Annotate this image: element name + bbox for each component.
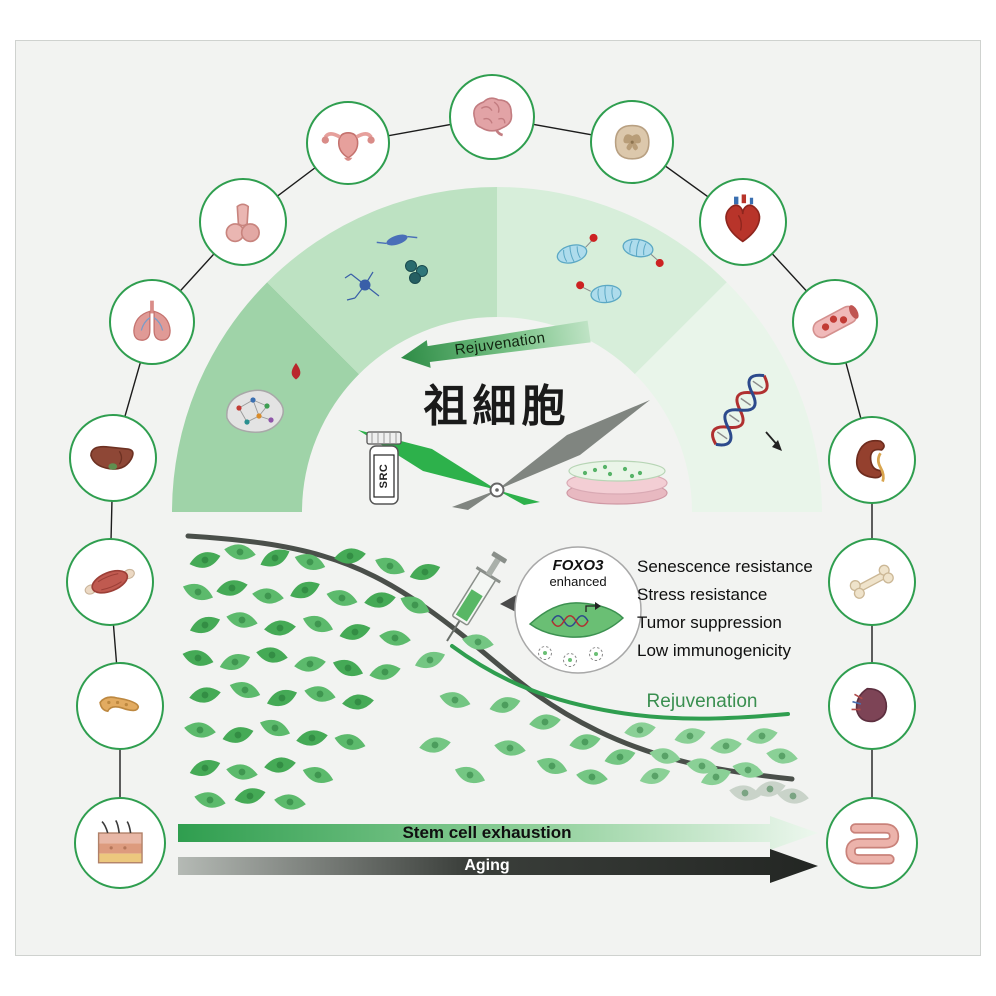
organ-brain [449, 74, 535, 160]
clock-gray-hand [497, 400, 650, 490]
organ-liver [69, 414, 157, 502]
pancreas-icon [99, 696, 140, 713]
foxo3-callout-text: FOXO3 enhanced [549, 558, 606, 590]
petri-dish-icon [566, 460, 668, 505]
clock-green-hand [358, 430, 497, 490]
organ-bone [828, 538, 916, 626]
gray-decline-curve [185, 533, 795, 782]
syringe-icon [446, 551, 507, 642]
foxo3-callout-circle [500, 546, 642, 674]
arch-segment-2 [267, 187, 497, 375]
kidney-icon [856, 440, 886, 483]
benefit-item: Senescence resistance [637, 557, 813, 576]
blood-drop-icon [291, 363, 301, 380]
clock-green-hand-tail [497, 490, 540, 505]
green-rejuvenation-curve [450, 644, 790, 721]
clock-gray-hand-tail [452, 490, 497, 510]
arch-segment-3 [497, 187, 727, 375]
organ-muscle [66, 538, 154, 626]
center-title-cjk: 祖細胞 [423, 381, 571, 432]
foxo3-gene-label: FOXO3 [552, 557, 604, 574]
heart-icon [725, 194, 761, 243]
spinal-cord-icon [614, 124, 650, 160]
organ-kidney [828, 416, 916, 504]
organ-spinal-cord [590, 100, 674, 184]
organ-lungs [109, 279, 195, 365]
organ-blood-vessel [792, 279, 878, 365]
src-vial-icon [366, 431, 402, 505]
brain-network-icon [226, 389, 284, 434]
organ-spleen [828, 662, 916, 750]
aging-arrow-label: Aging [464, 857, 510, 874]
neuron-icons [344, 234, 428, 301]
signaling-cell-icons [556, 233, 664, 304]
organ-heart [699, 178, 787, 266]
clock-pivot-dot [495, 488, 499, 492]
male-reproductive-icon [225, 203, 261, 243]
organ-pancreas [76, 662, 164, 750]
benefit-item: Low immunogenicity [637, 641, 792, 660]
benefit-list: Senescence resistance Stress resistance … [637, 553, 813, 665]
organ-skin [74, 797, 166, 889]
benefit-item: Tumor suppression [637, 613, 782, 632]
bone-icon [849, 564, 895, 600]
foxo3-qualifier-label: enhanced [549, 574, 607, 589]
benefit-item: Stress resistance [637, 585, 768, 604]
muscle-icon [84, 569, 136, 595]
intestine-icon [845, 822, 899, 865]
uterus-icon [321, 131, 375, 161]
skin-icon [97, 819, 143, 864]
arch-segment-4 [634, 282, 822, 512]
lungs-icon [133, 300, 171, 341]
spleen-icon [851, 688, 888, 723]
brain-icon [473, 97, 513, 137]
aging-arrow [178, 849, 818, 883]
organ-uterus [306, 101, 390, 185]
stem-exhaustion-arrow-label: Stem cell exhaustion [402, 823, 572, 842]
organ-intestine [826, 797, 918, 889]
stem-exhaustion-arrow [178, 816, 818, 850]
liver-icon [90, 446, 134, 471]
dna-helix-icon [711, 373, 782, 451]
rejuvenation-curve-label: Rejuvenation [646, 691, 758, 712]
vial-label: SRC [378, 463, 390, 489]
rejuvenation-arrow [400, 320, 591, 368]
blood-vessel-icon [812, 305, 859, 339]
organ-male-reproductive [199, 178, 287, 266]
